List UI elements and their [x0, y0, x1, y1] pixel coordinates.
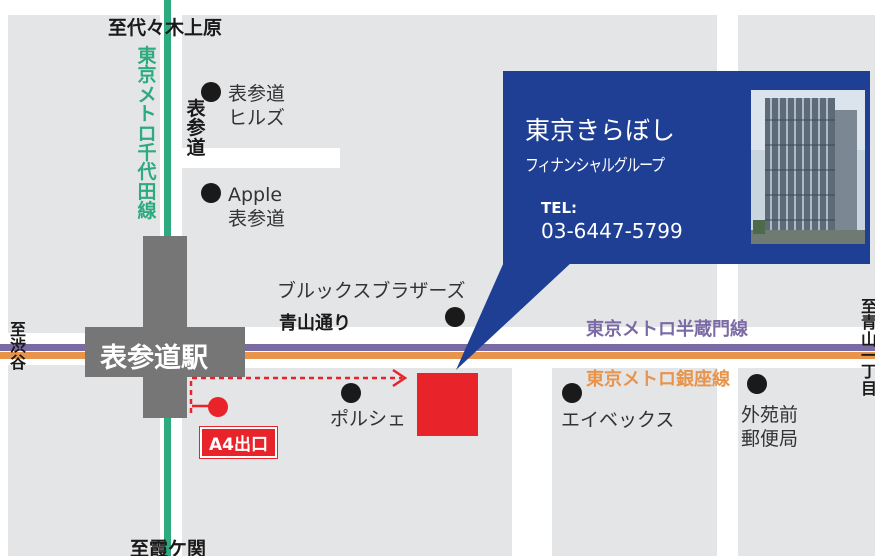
landmark-dot-hills: [201, 82, 221, 102]
landmark-avex: エイベックス: [561, 409, 675, 431]
side-street: [182, 148, 340, 168]
ginza-line: [0, 352, 875, 359]
ginza-line-label: 東京メトロ銀座線: [586, 369, 730, 390]
building-illustration: [751, 90, 865, 244]
direction-east: 至青山一丁目: [860, 297, 875, 398]
landmark-dot-post-office: [747, 374, 767, 394]
direction-west: 至渋谷: [9, 320, 26, 372]
city-block: [8, 365, 160, 556]
aoyama-street-label: 青山通り: [279, 313, 351, 334]
tel-number: 03-6447-5799: [541, 219, 683, 243]
landmark-porsche: ポルシェ: [330, 408, 407, 430]
destination-building-marker[interactable]: [417, 373, 478, 436]
city-block: [8, 15, 160, 333]
direction-north: 至代々木上原: [108, 17, 223, 39]
omotesando-street-label: 表参道: [186, 98, 206, 159]
company-name-line2: フィナンシャルグループ: [525, 156, 665, 176]
exit-a4-label: A4出口: [200, 427, 277, 458]
hanzomon-line-label: 東京メトロ半蔵門線: [586, 319, 748, 340]
landmark-brooks: ブルックスブラザーズ: [277, 280, 466, 302]
landmark-dot-apple: [201, 183, 221, 203]
station-horizontal: [85, 327, 245, 377]
landmark-apple: Apple 表参道: [228, 184, 286, 231]
city-block: [738, 368, 875, 556]
landmark-hills: 表参道 ヒルズ: [228, 83, 286, 130]
station-name: 表参道駅: [100, 343, 208, 374]
tel-label: TEL:: [541, 199, 578, 217]
hanzomon-line: [0, 344, 875, 351]
building-photo: [751, 90, 865, 244]
exit-a4-marker: [208, 397, 228, 417]
landmark-dot-avex: [562, 383, 582, 403]
landmark-dot-brooks: [445, 307, 465, 327]
company-name-line1: 東京きらぼし: [525, 116, 676, 145]
landmark-dot-porsche: [341, 383, 361, 403]
landmark-post-office: 外苑前 郵便局: [741, 404, 799, 451]
direction-south: 至霞ケ関: [130, 538, 207, 556]
company-callout: 東京きらぼし フィナンシャルグループ TEL: 03-6447-5799: [503, 71, 870, 264]
chiyoda-line-label: 東京メトロ千代田線: [137, 45, 157, 222]
